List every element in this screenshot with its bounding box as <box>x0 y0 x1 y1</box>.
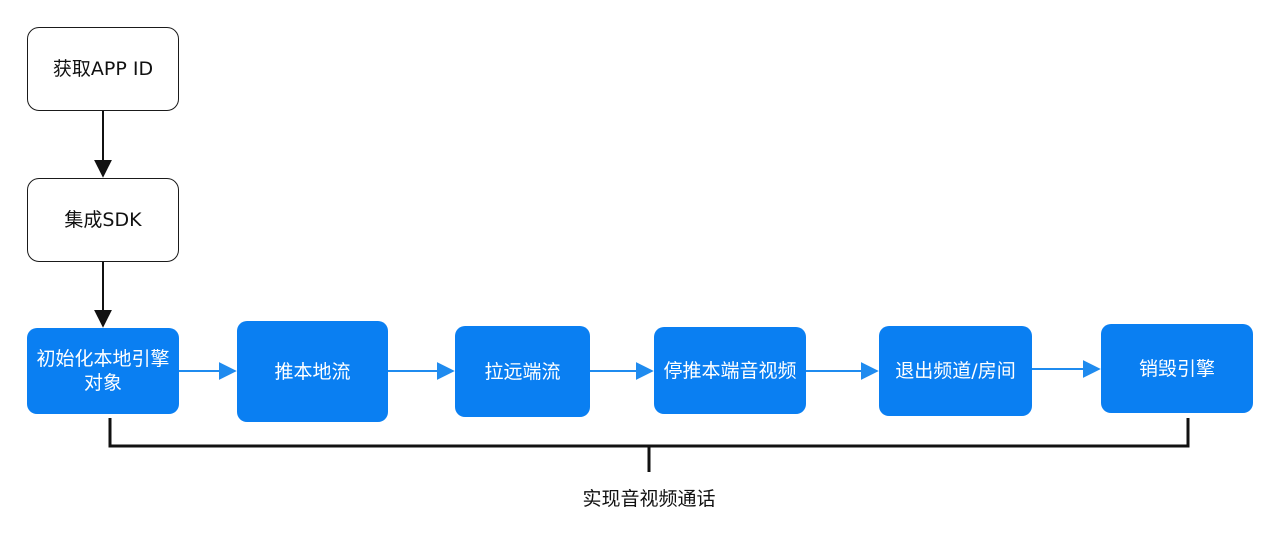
node-get-app-id-label: 获取APP ID <box>52 58 154 80</box>
node-init-engine: 初始化本地引擎 对象 <box>27 328 179 414</box>
node-leave-channel-room: 退出频道/房间 <box>879 326 1032 416</box>
node-integrate-sdk-label: 集成SDK <box>64 209 142 231</box>
call-phase-bracket <box>108 418 1190 448</box>
node-push-local-stream: 推本地流 <box>237 321 388 422</box>
node-destroy-engine: 销毁引擎 <box>1101 324 1253 413</box>
node-get-app-id: 获取APP ID <box>27 27 179 111</box>
node-integrate-sdk: 集成SDK <box>27 178 179 262</box>
node-init-engine-label: 初始化本地引擎 对象 <box>36 348 170 394</box>
node-stop-push-local-av: 停推本端音视频 <box>654 327 806 414</box>
node-destroy-engine-label: 销毁引擎 <box>1138 357 1215 380</box>
node-pull-remote-stream: 拉远端流 <box>455 326 590 417</box>
node-push-local-stream-label: 推本地流 <box>274 360 351 383</box>
node-pull-remote-stream-label: 拉远端流 <box>484 360 561 383</box>
call-phase-label: 实现音视频通话 <box>582 488 716 510</box>
node-leave-channel-room-label: 退出频道/房间 <box>895 360 1016 382</box>
node-stop-push-local-av-label: 停推本端音视频 <box>663 359 797 382</box>
